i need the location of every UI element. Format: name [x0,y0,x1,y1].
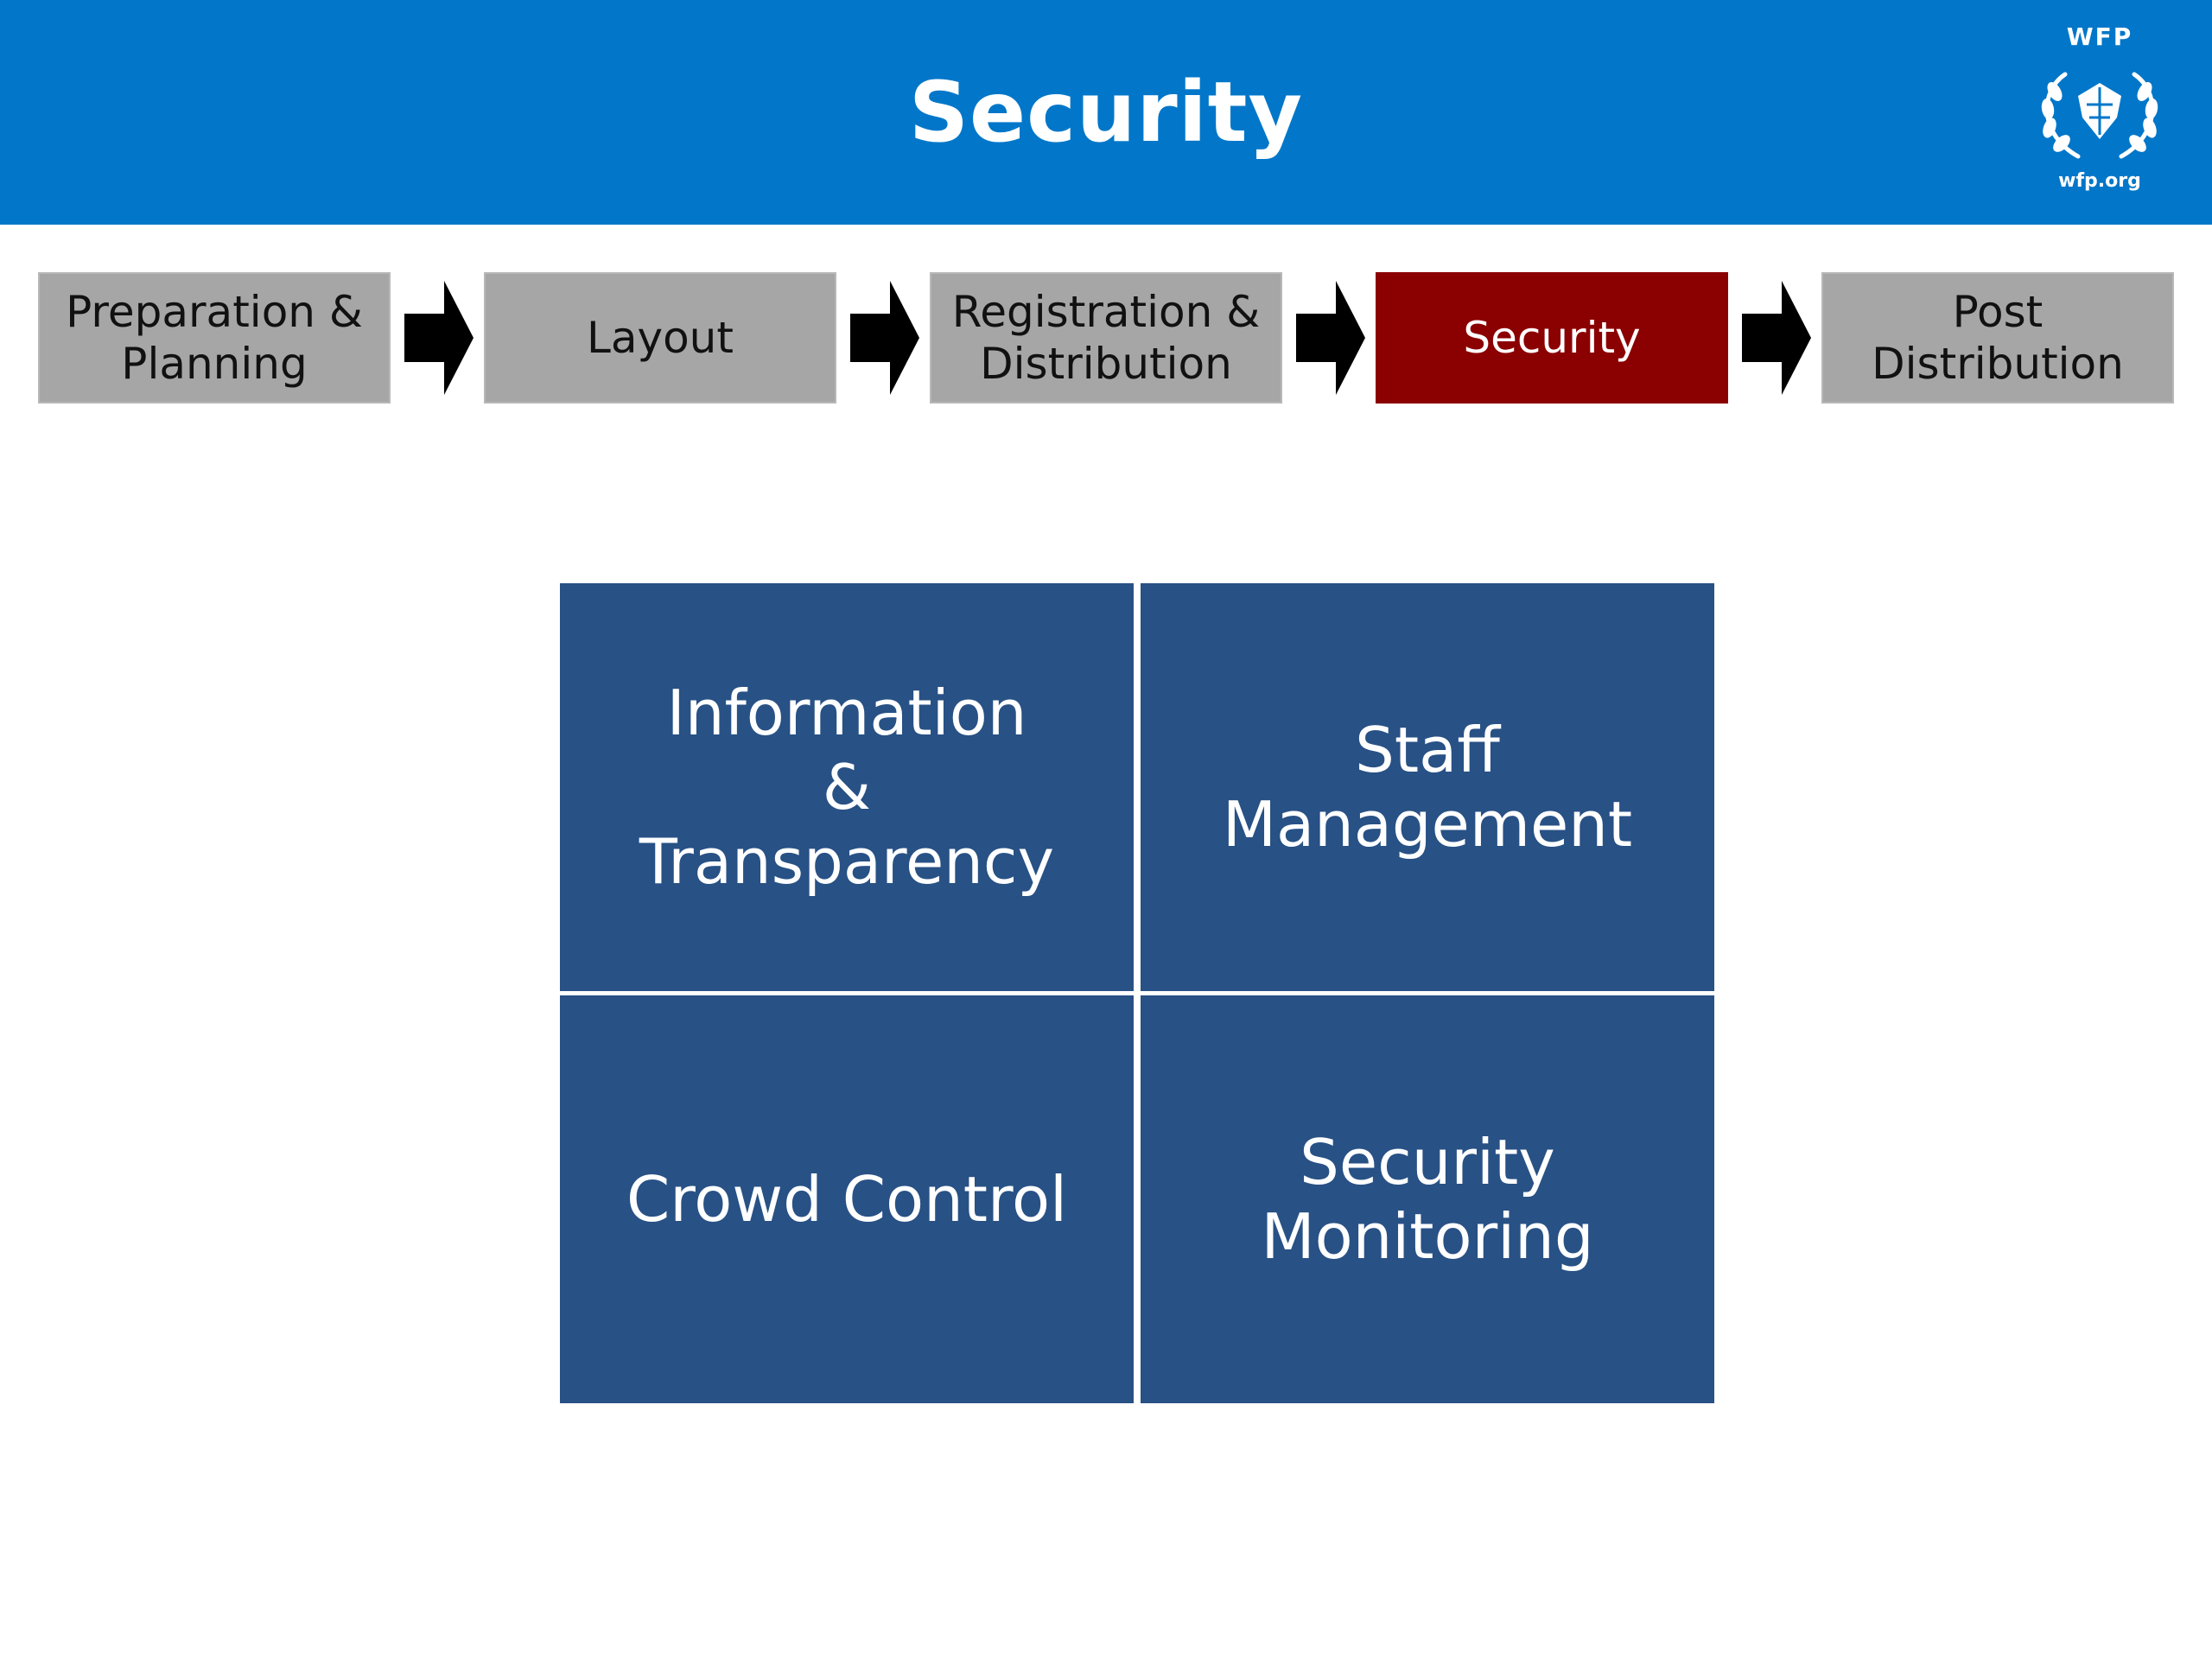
page-title: Security [908,64,1304,161]
step-label: Layout [587,313,734,363]
step-label: Preparation & Planning [66,287,363,389]
grid-cell-crowd-control: Crowd Control [560,995,1134,1403]
right-arrow-icon [1296,281,1365,395]
step-label: Security [1463,313,1641,363]
step-layout: Layout [484,272,836,404]
step-post-distribution: Post Distribution [1821,272,2174,404]
header-bar [0,0,2212,225]
step-preparation-planning: Preparation & Planning [38,272,391,404]
grid-cell-staff-management: Staff Management [1141,583,1714,991]
grid-cell-information-transparency: Information & Transparency [560,583,1134,991]
step-label: Registration & Distribution [951,287,1261,389]
logo-bottom-text: wfp.org [2058,170,2141,192]
step-security: Security [1376,272,1728,404]
step-registration-distribution: Registration & Distribution [930,272,1282,404]
step-label: Post Distribution [1872,287,2124,389]
grid-cell-security-monitoring: Security Monitoring [1141,995,1714,1403]
logo-top-text: WFP [2066,22,2133,51]
right-arrow-icon [850,281,919,395]
grid-cell-label: Information & Transparency [639,677,1055,898]
grid-cell-label: Crowd Control [626,1163,1068,1236]
right-arrow-icon [1742,281,1811,395]
grid-cell-label: Staff Management [1222,714,1633,861]
wfp-logo: WFP wfp.org [2013,21,2186,202]
right-arrow-icon [404,281,474,395]
grid-cell-label: Security Monitoring [1261,1126,1594,1273]
wfp-laurel-emblem-icon [2041,72,2158,159]
